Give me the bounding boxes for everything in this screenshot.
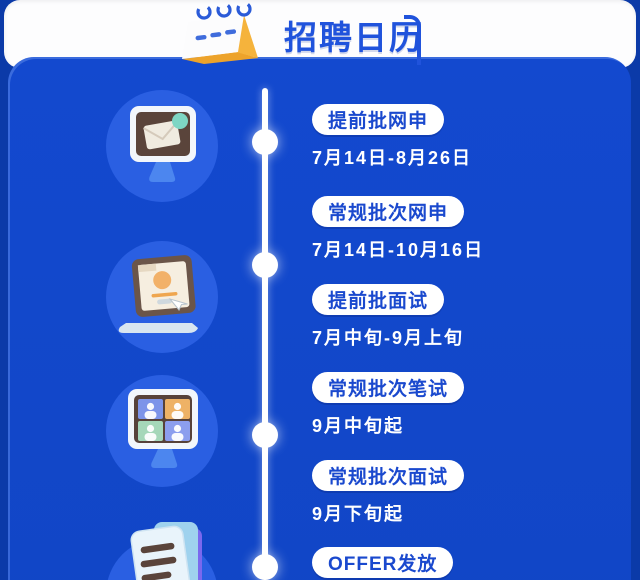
page-title: 招聘日历 — [284, 19, 424, 56]
timeline-dot — [252, 422, 278, 448]
stage-label: 提前批网申 — [328, 111, 429, 132]
stage-pill: 常规批次面试 — [312, 460, 465, 491]
timeline-item: 常规批次面试 9月下旬起 — [312, 460, 465, 526]
stage-date: 7月中旬-9月上旬 — [312, 328, 465, 348]
stage-date: 9月中旬起 — [312, 416, 405, 436]
calendar-icon — [182, 1, 258, 64]
stage-date: 7月14日-10月16日 — [312, 240, 485, 260]
timeline-item: 常规批次网申 7月14日-10月16日 — [312, 196, 484, 262]
stage-pill: 常规批次笔试 — [312, 372, 465, 403]
icon-circle — [106, 375, 218, 487]
stage-pill: 常规批次网申 — [312, 196, 465, 227]
stage-date: 7月14日-8月26日 — [312, 148, 473, 168]
stage-pill: OFFER发放 — [312, 547, 454, 578]
timeline-item: OFFER发放 — [312, 547, 454, 580]
documents-icon — [130, 522, 202, 580]
timeline-dot — [252, 129, 278, 155]
icon-circle — [106, 90, 218, 202]
stage-date: 9月下旬起 — [312, 504, 405, 524]
stage-pill: 提前批面试 — [312, 284, 445, 315]
stage-label: 常规批次面试 — [328, 467, 449, 488]
header: 招聘日历 — [0, 0, 640, 68]
timeline-line — [262, 88, 268, 580]
timeline-item: 常规批次笔试 9月中旬起 — [312, 372, 465, 438]
header-band — [4, 0, 636, 68]
stage-pill: 提前批网申 — [312, 104, 445, 135]
monitor-mail-icon — [130, 106, 196, 182]
title-bracket-decoration — [404, 15, 421, 65]
video-call-grid-icon — [128, 389, 198, 468]
timeline-item: 提前批面试 7月中旬-9月上旬 — [312, 284, 464, 350]
stage-label: 常规批次网申 — [328, 203, 449, 224]
laptop-cursor-icon — [118, 255, 198, 333]
stage-label: 常规批次笔试 — [328, 379, 449, 400]
timeline-dot — [252, 252, 278, 278]
timeline-dot — [252, 554, 278, 580]
stage-label: OFFER发放 — [328, 554, 438, 575]
icon-circle — [106, 241, 218, 353]
stage-label: 提前批面试 — [328, 291, 429, 312]
timeline-item: 提前批网申 7月14日-8月26日 — [312, 104, 472, 170]
